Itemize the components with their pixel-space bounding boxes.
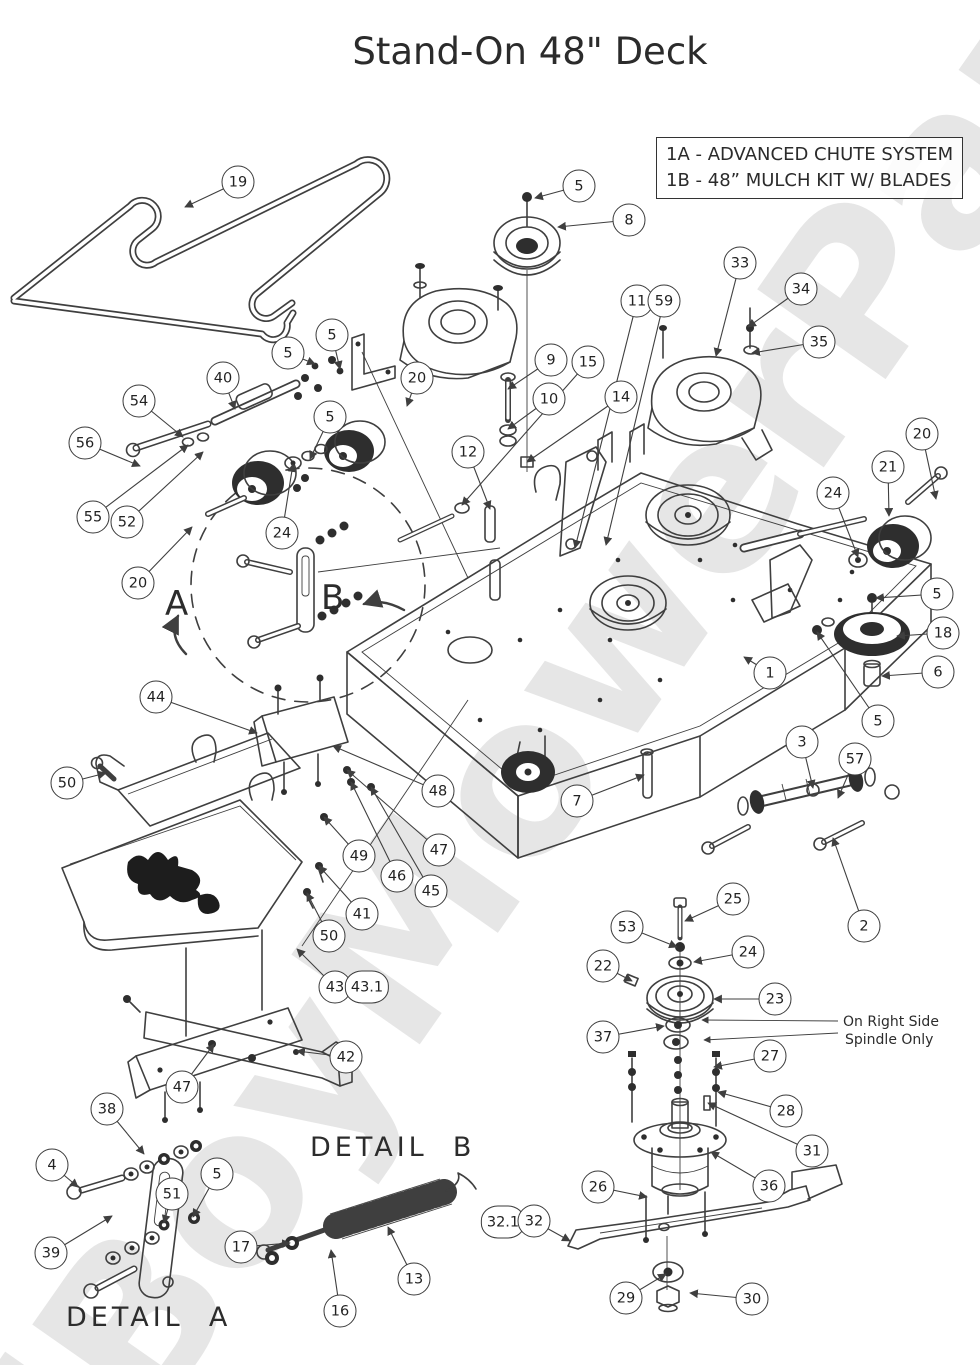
- callout-24[interactable]: 24: [731, 935, 765, 969]
- detail-a-label: DETAIL A: [66, 1302, 232, 1333]
- callout-47[interactable]: 47: [422, 833, 456, 867]
- callout-22[interactable]: 22: [586, 949, 620, 983]
- legend-line-2: 1B - 48” MULCH KIT W/ BLADES: [666, 170, 952, 191]
- callout-34[interactable]: 34: [784, 272, 818, 306]
- callout-50[interactable]: 50: [50, 766, 84, 800]
- callout-28[interactable]: 28: [769, 1094, 803, 1128]
- right-roller-drawing: [834, 466, 948, 687]
- rear-axle-drawing: [640, 544, 900, 855]
- callout-5[interactable]: 5: [313, 400, 347, 434]
- linkage-rods-drawing: [125, 333, 469, 579]
- belt-drawing: [10, 156, 391, 344]
- clutch-pulley-drawing: [493, 192, 561, 472]
- left-rollers-drawing: [205, 420, 386, 517]
- callout-10[interactable]: 10: [532, 382, 566, 416]
- callout-4[interactable]: 4: [35, 1148, 69, 1182]
- callout-2[interactable]: 2: [847, 909, 881, 943]
- callout-8[interactable]: 8: [612, 203, 646, 237]
- callout-59[interactable]: 59: [647, 284, 681, 318]
- callout-37[interactable]: 37: [586, 1020, 620, 1054]
- center-hardware-drawing: [397, 372, 534, 601]
- callout-15[interactable]: 15: [571, 345, 605, 379]
- chute-assembly-drawing: [61, 732, 314, 1123]
- callout-57[interactable]: 57: [838, 742, 872, 776]
- callout-6[interactable]: 6: [921, 655, 955, 689]
- callout-5[interactable]: 5: [315, 318, 349, 352]
- callout-5[interactable]: 5: [200, 1157, 234, 1191]
- callout-5[interactable]: 5: [920, 577, 954, 611]
- callout-44[interactable]: 44: [139, 680, 173, 714]
- spindle-column-drawing: [624, 897, 727, 1290]
- legend-box: 1A - ADVANCED CHUTE SYSTEM 1B - 48” MULC…: [656, 137, 964, 199]
- detail-a-drawing: [66, 1140, 202, 1299]
- callout-53[interactable]: 53: [610, 910, 644, 944]
- callout-49[interactable]: 49: [342, 839, 376, 873]
- callout-48[interactable]: 48: [421, 774, 455, 808]
- callout-29[interactable]: 29: [609, 1281, 643, 1315]
- callout-42[interactable]: 42: [329, 1040, 363, 1074]
- note-line-2: Spindle Only: [845, 1032, 934, 1048]
- callout-52[interactable]: 52: [110, 505, 144, 539]
- callout-19[interactable]: 19: [221, 165, 255, 199]
- letter-a: A: [165, 584, 189, 624]
- detail-ab-circle-drawing: [161, 467, 501, 703]
- deck-pulleys-drawing: [533, 423, 867, 635]
- callout-30[interactable]: 30: [735, 1282, 769, 1316]
- callout-25[interactable]: 25: [716, 882, 750, 916]
- callout-20[interactable]: 20: [121, 566, 155, 600]
- callout-50[interactable]: 50: [312, 919, 346, 953]
- callout-43.1[interactable]: 43.1: [344, 970, 390, 1004]
- callout-54[interactable]: 54: [122, 384, 156, 418]
- legend-line-1: 1A - ADVANCED CHUTE SYSTEM: [666, 144, 954, 165]
- letter-b: B: [321, 578, 345, 618]
- callout-33[interactable]: 33: [723, 246, 757, 280]
- callout-5[interactable]: 5: [861, 704, 895, 738]
- callout-40[interactable]: 40: [206, 361, 240, 395]
- callout-35[interactable]: 35: [802, 325, 836, 359]
- callout-26[interactable]: 26: [581, 1170, 615, 1204]
- callout-31[interactable]: 31: [795, 1134, 829, 1168]
- callout-24[interactable]: 24: [816, 476, 850, 510]
- callout-16[interactable]: 16: [323, 1294, 357, 1328]
- callout-23[interactable]: 23: [758, 982, 792, 1016]
- right-spindle-cover-drawing: [647, 307, 773, 461]
- note-line-1: On Right Side: [843, 1014, 939, 1030]
- callout-5[interactable]: 5: [271, 336, 305, 370]
- page-title: Stand-On 48" Deck: [352, 30, 708, 73]
- callout-17[interactable]: 17: [224, 1230, 258, 1264]
- callout-46[interactable]: 46: [380, 859, 414, 893]
- callout-3[interactable]: 3: [785, 725, 819, 759]
- callout-45[interactable]: 45: [414, 874, 448, 908]
- callout-14[interactable]: 14: [604, 380, 638, 414]
- callout-55[interactable]: 55: [76, 500, 110, 534]
- blade-drawing: [567, 1164, 843, 1313]
- callout-41[interactable]: 41: [345, 897, 379, 931]
- detail-b-label: DETAIL B: [310, 1132, 476, 1163]
- callout-21[interactable]: 21: [871, 450, 905, 484]
- callout-24[interactable]: 24: [265, 516, 299, 550]
- callout-38[interactable]: 38: [90, 1092, 124, 1126]
- callout-12[interactable]: 12: [451, 435, 485, 469]
- callout-5[interactable]: 5: [562, 169, 596, 203]
- note-leaders: [701, 1016, 839, 1044]
- callout-20[interactable]: 20: [400, 361, 434, 395]
- callout-39[interactable]: 39: [34, 1236, 68, 1270]
- callout-7[interactable]: 7: [560, 784, 594, 818]
- callout-32[interactable]: 32: [517, 1204, 551, 1238]
- callout-9[interactable]: 9: [534, 343, 568, 377]
- detail-b-drawing: [256, 1172, 477, 1265]
- callout-56[interactable]: 56: [68, 426, 102, 460]
- callout-20[interactable]: 20: [905, 417, 939, 451]
- callout-1[interactable]: 1: [753, 656, 787, 690]
- callout-51[interactable]: 51: [155, 1177, 189, 1211]
- callout-36[interactable]: 36: [752, 1169, 786, 1203]
- callout-13[interactable]: 13: [397, 1262, 431, 1296]
- frame-bar-drawing: [123, 995, 353, 1087]
- callout-47[interactable]: 47: [165, 1070, 199, 1104]
- callout-27[interactable]: 27: [753, 1039, 787, 1073]
- callout-11[interactable]: 11: [620, 284, 654, 318]
- callout-18[interactable]: 18: [926, 616, 960, 650]
